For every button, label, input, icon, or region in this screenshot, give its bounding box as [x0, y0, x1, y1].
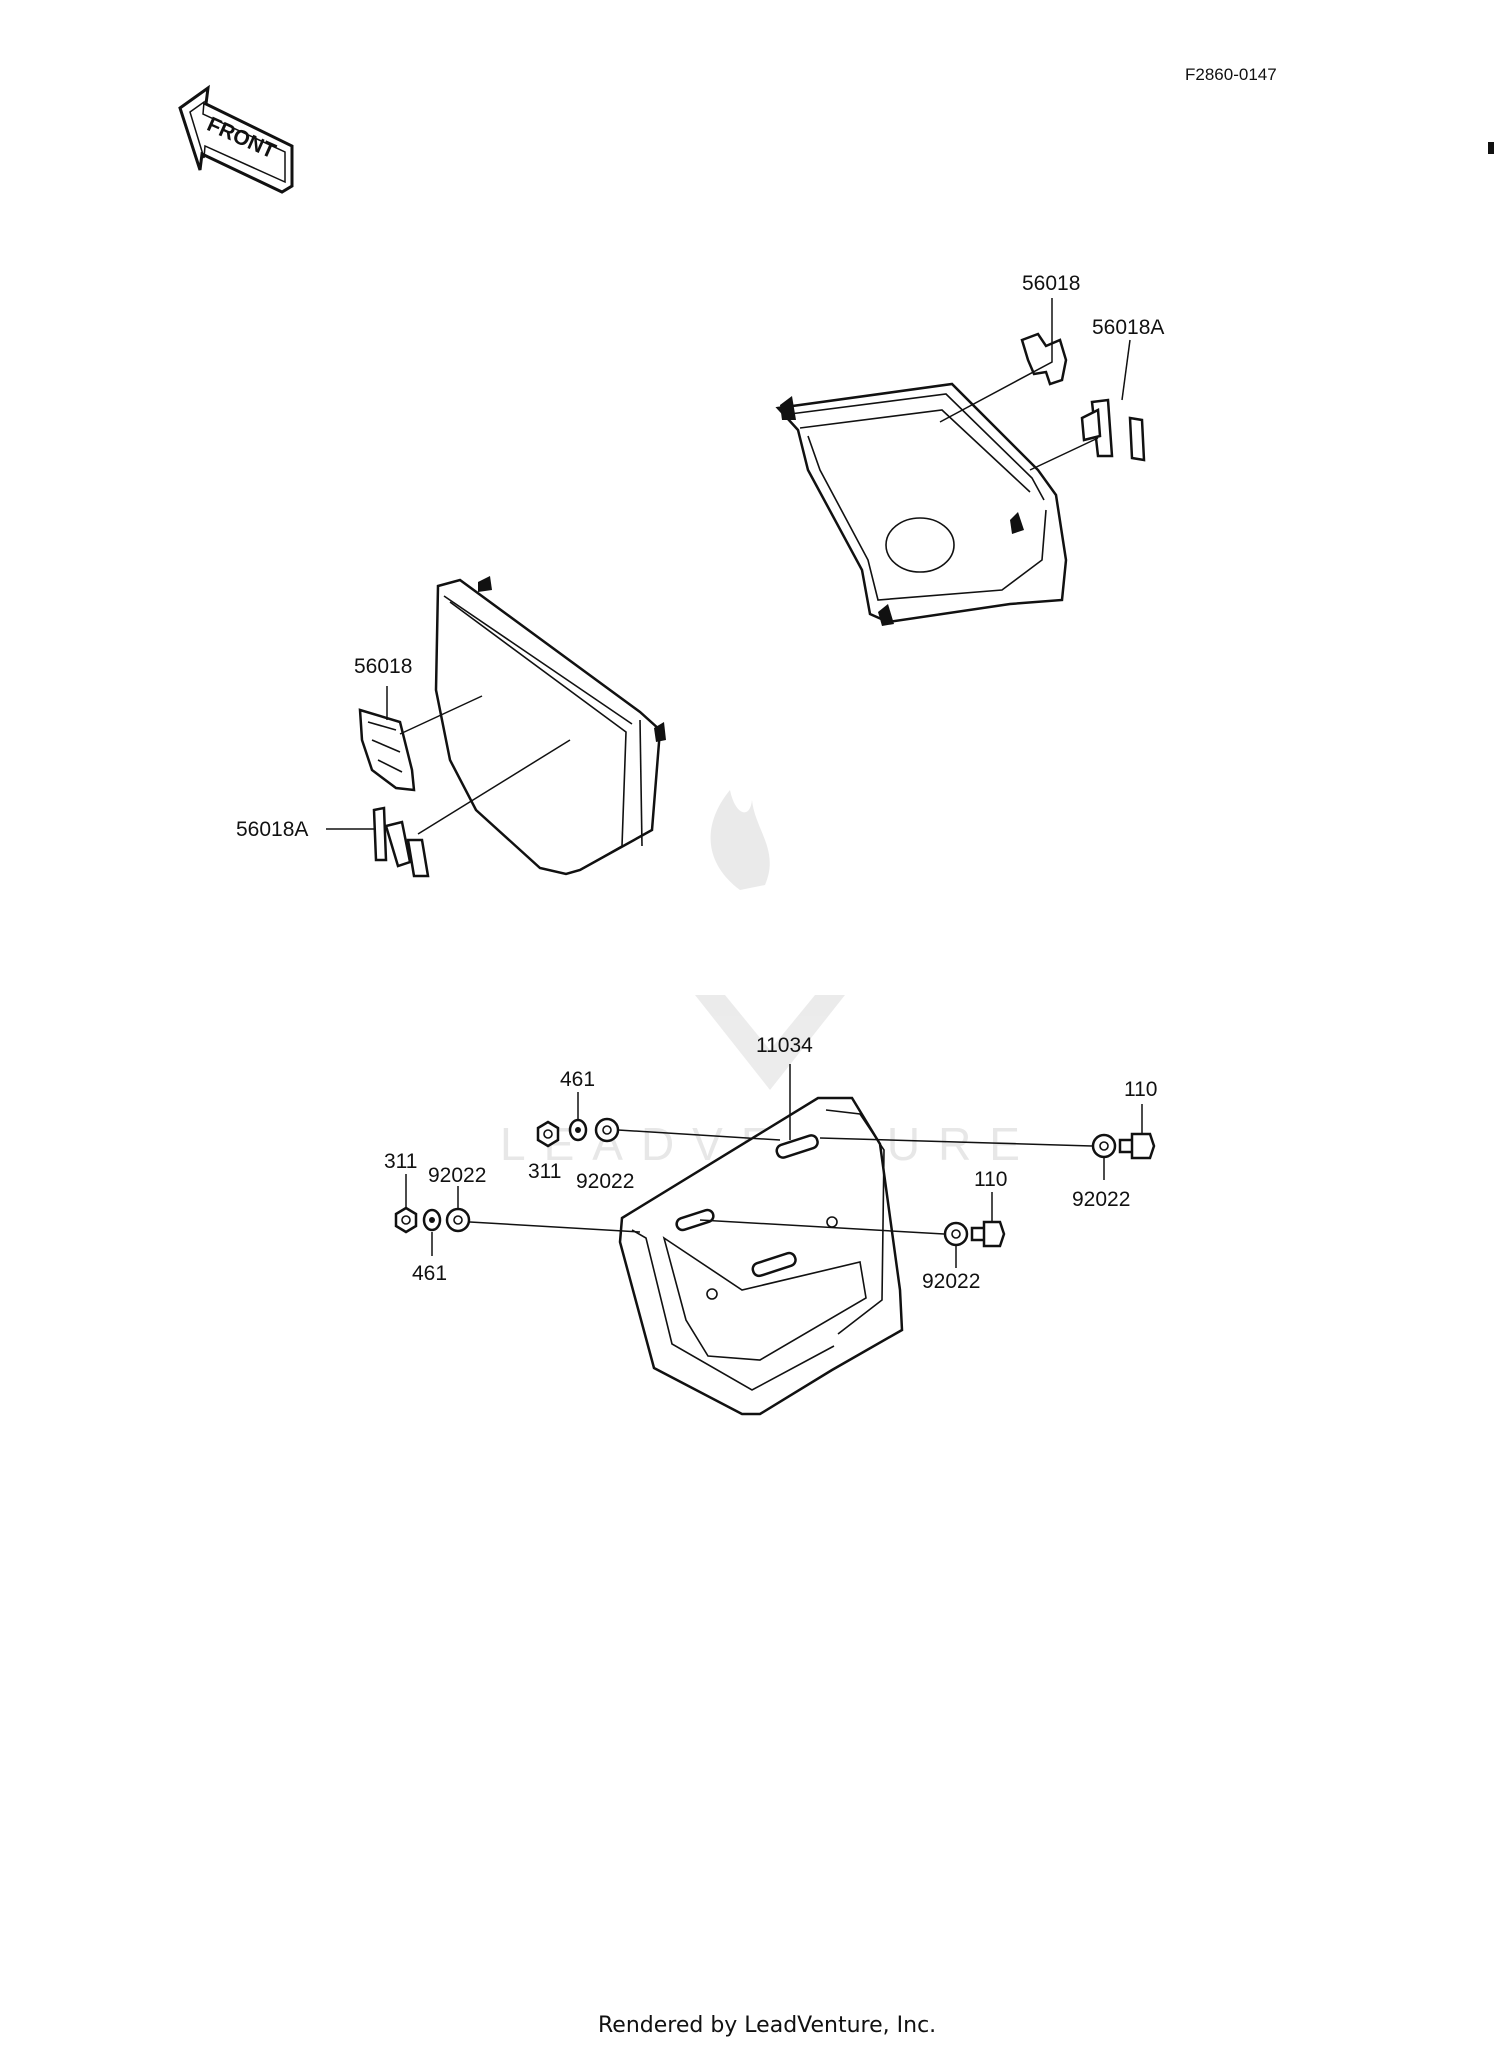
label-11034: 11034 — [756, 1034, 813, 1057]
front-arrow: FRONT — [178, 84, 294, 194]
label-311-top: 311 — [528, 1160, 561, 1183]
label-110-mid: 110 — [974, 1168, 1007, 1191]
diagram-code: F2860-0147 — [1185, 65, 1277, 84]
label-56018-left: 56018 — [354, 655, 412, 678]
label-461-top: 461 — [560, 1068, 595, 1091]
edge-mark — [1488, 142, 1494, 154]
decal-56018-left — [358, 708, 416, 792]
leader-56018-right — [939, 298, 1053, 423]
label-56018A-left: 56018A — [236, 818, 308, 841]
leader-right-to-bracket — [819, 1137, 1093, 1147]
label-110-right: 110 — [1124, 1078, 1157, 1101]
fastener-group-top — [536, 1117, 620, 1148]
decal-56018-right — [1020, 332, 1068, 386]
label-92022-top: 92022 — [576, 1170, 634, 1193]
watermark-logo — [695, 790, 845, 1090]
leader-56018-left-b — [399, 695, 483, 735]
decal-56018A-left — [372, 806, 430, 878]
right-side-cover — [775, 382, 1068, 626]
leader-56018A-right-a — [1121, 339, 1131, 401]
fastener-group-left — [394, 1206, 471, 1234]
label-56018-right: 56018 — [1022, 272, 1080, 295]
leader-left-to-bracket — [469, 1221, 641, 1233]
bolt-110-mid — [943, 1220, 1006, 1248]
footer-credit: Rendered by LeadVenture, Inc. — [598, 2013, 936, 2038]
label-92022-mid: 92022 — [922, 1270, 980, 1293]
decal-56018A-right — [1080, 398, 1146, 462]
left-side-cover — [434, 576, 666, 876]
label-92022-left: 92022 — [428, 1164, 486, 1187]
label-92022-right: 92022 — [1072, 1188, 1130, 1211]
label-56018A-right: 56018A — [1092, 316, 1164, 339]
leader-56018A-left-b — [417, 739, 571, 835]
leader-56018A-right-b — [1029, 437, 1099, 471]
bracket-11034 — [618, 1096, 904, 1416]
leader-top-to-bracket — [617, 1129, 781, 1141]
label-461-left: 461 — [412, 1262, 447, 1285]
bolt-110-right — [1091, 1132, 1156, 1160]
label-311-left: 311 — [384, 1150, 417, 1173]
leader-mid-to-bracket — [699, 1219, 945, 1235]
